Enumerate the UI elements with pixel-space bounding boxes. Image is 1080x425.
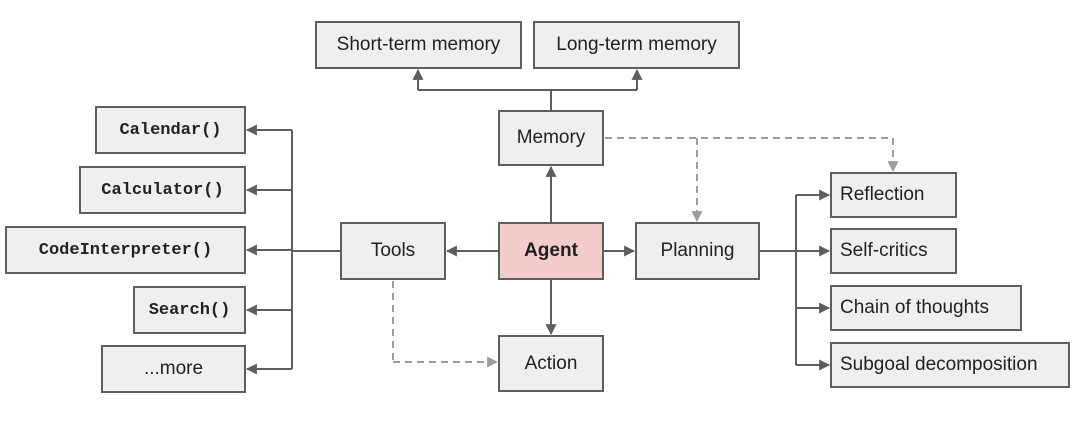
tools-node: Tools: [340, 222, 446, 280]
self-critics-node: Self-critics: [830, 228, 957, 274]
planning-to-technique-list-connector: [760, 189, 831, 371]
planning-node: Planning: [635, 222, 760, 280]
memory-to-memory-types-connector: [412, 68, 643, 110]
more-tools-node: ...more: [101, 345, 246, 393]
code-interpreter-tool-node: CodeInterpreter(): [5, 226, 246, 274]
short-term-memory-node: Short-term memory: [315, 21, 522, 69]
search-tool-node: Search(): [133, 286, 246, 334]
action-node: Action: [498, 335, 604, 392]
reflection-node: Reflection: [830, 172, 957, 218]
memory-node: Memory: [498, 110, 604, 166]
memory-to-planning-dashed-connector: [605, 137, 899, 223]
tools-to-action-dashed-connector: [392, 281, 499, 368]
calendar-tool-node: Calendar(): [95, 106, 246, 154]
calculator-tool-node: Calculator(): [79, 166, 246, 214]
long-term-memory-node: Long-term memory: [533, 21, 740, 69]
agent-node: Agent: [498, 222, 604, 280]
tools-to-tool-list-connector: [245, 124, 340, 375]
subgoal-decomposition-node: Subgoal decomposition: [830, 342, 1070, 388]
chain-of-thoughts-node: Chain of thoughts: [830, 285, 1022, 331]
